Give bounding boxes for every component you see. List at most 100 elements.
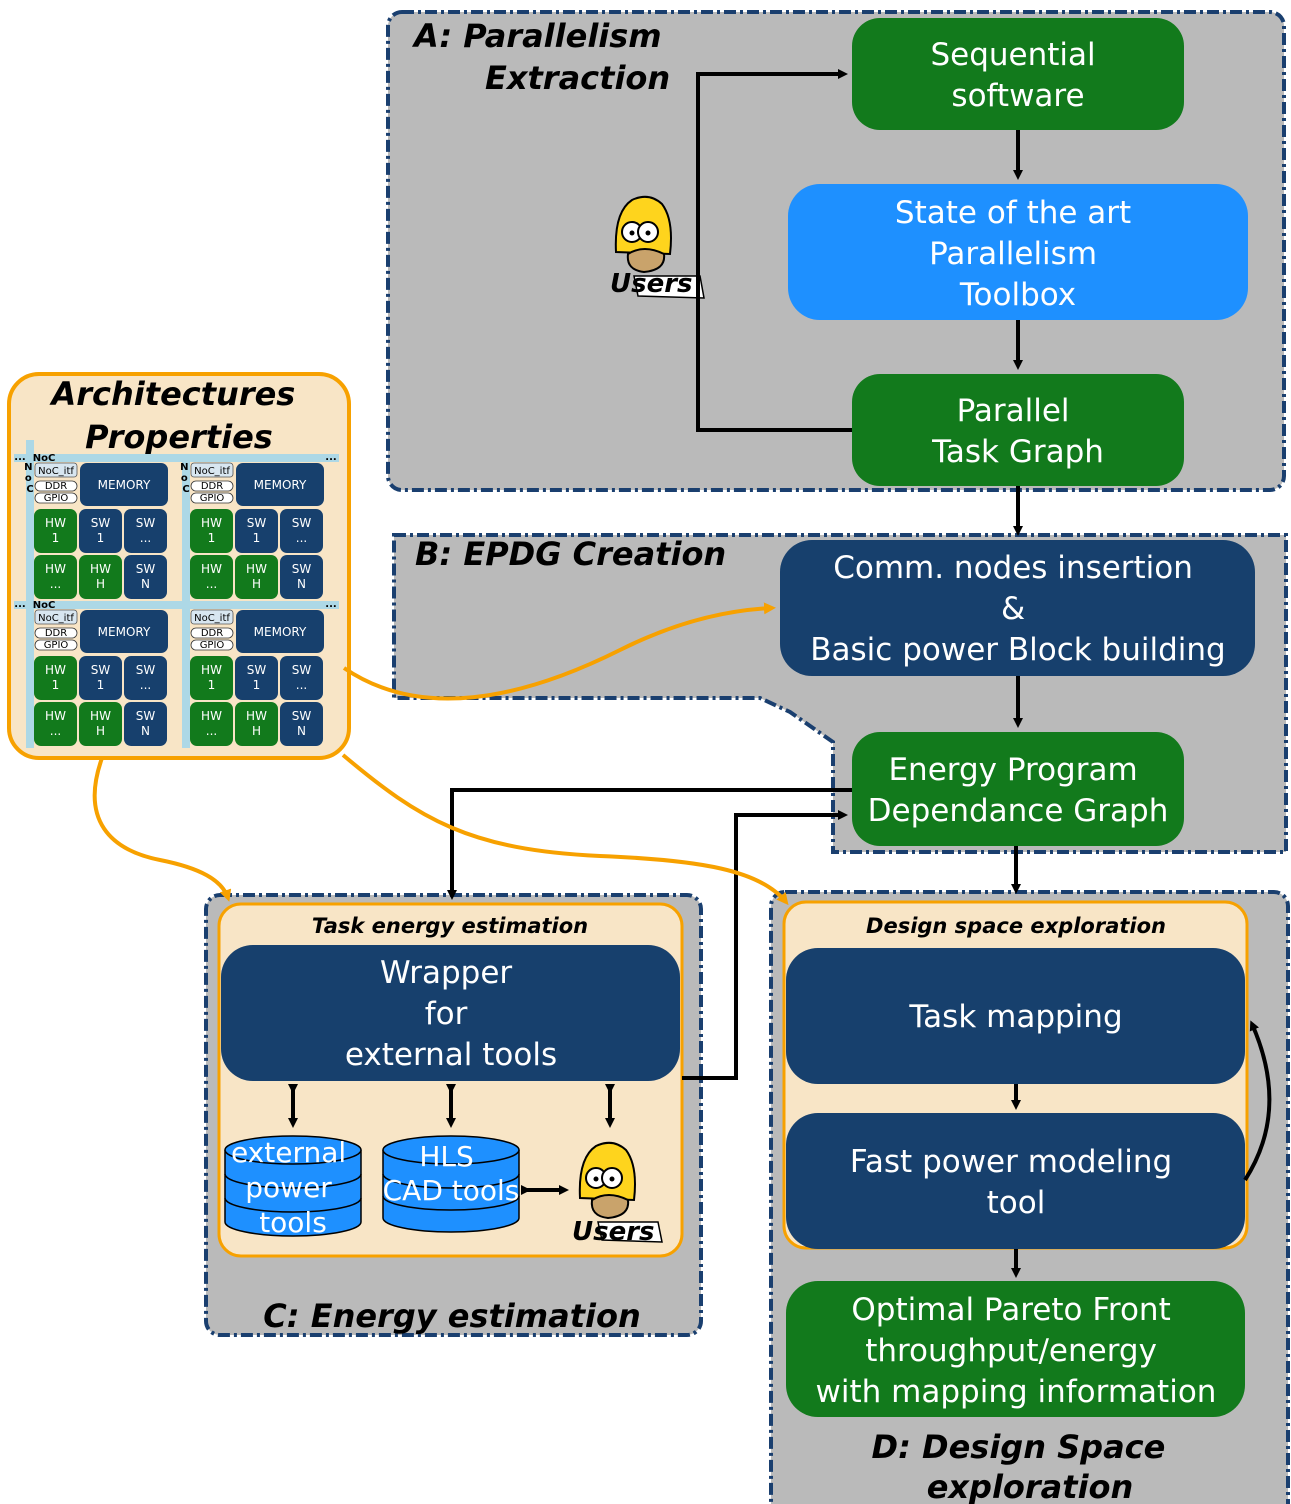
users-label-a: Users bbox=[610, 269, 693, 299]
sw-unit bbox=[124, 555, 167, 599]
ellipsis-label: ... bbox=[325, 599, 336, 610]
gpio-box bbox=[190, 492, 234, 504]
unit-type-label: HW bbox=[45, 562, 66, 576]
memory-block bbox=[236, 610, 324, 653]
architecture-grid: NoC NoC ... ... ... ... N o C N o C NoC_… bbox=[14, 440, 339, 748]
unit-index-label: H bbox=[96, 577, 105, 591]
arrow-arch-to-energy bbox=[92, 757, 232, 902]
noc-horizontal-bar bbox=[14, 454, 339, 462]
sw-unit bbox=[235, 509, 278, 553]
unit-type-label: HW bbox=[45, 663, 66, 677]
noc-itf-label: NoC_itf bbox=[38, 613, 74, 624]
wrapper-node bbox=[221, 945, 680, 1081]
unit-type-label: SW bbox=[136, 709, 156, 723]
external-power-tools-label: external power tools bbox=[231, 1136, 355, 1239]
panel-c-title: C: Energy estimation bbox=[263, 1297, 640, 1335]
arrow-power-loop-to-mapping bbox=[1243, 1020, 1272, 1182]
unit-index-label: 1 bbox=[253, 678, 261, 692]
hls-cad-tools-label: HLS CAD tools bbox=[383, 1140, 520, 1207]
hw-unit bbox=[190, 555, 233, 599]
memory-block bbox=[80, 610, 168, 653]
unit-index-label: H bbox=[96, 724, 105, 738]
noc-vertical-bar bbox=[26, 440, 34, 748]
unit-index-label: 1 bbox=[97, 531, 105, 545]
architectures-title: Architectures Properties bbox=[49, 375, 307, 456]
noc-label: NoC bbox=[33, 600, 56, 611]
ddr-box bbox=[190, 480, 234, 492]
unit-type-label: HW bbox=[45, 516, 66, 530]
memory-block bbox=[80, 463, 168, 506]
unit-index-label: ... bbox=[206, 577, 217, 591]
parallelism-toolbox-label: State of the art Parallelism Toolbox bbox=[895, 195, 1141, 313]
noc-label: NoC bbox=[33, 453, 56, 464]
hw-unit bbox=[34, 555, 77, 599]
hw-unit bbox=[34, 509, 77, 553]
pareto-front-node bbox=[786, 1281, 1245, 1417]
epdg-label: Energy Program Dependance Graph bbox=[868, 752, 1169, 829]
unit-type-label: HW bbox=[201, 709, 222, 723]
hw-unit bbox=[34, 656, 77, 700]
unit-index-label: H bbox=[252, 724, 261, 738]
unit-index-label: N bbox=[141, 724, 150, 738]
ellipsis-label: ... bbox=[325, 452, 336, 463]
unit-type-label: SW bbox=[292, 562, 312, 576]
memory-block bbox=[236, 463, 324, 506]
unit-index-label: ... bbox=[50, 577, 61, 591]
hw-unit bbox=[190, 509, 233, 553]
sw-unit bbox=[280, 656, 323, 700]
gpio-label: GPIO bbox=[200, 640, 225, 651]
unit-type-label: HW bbox=[90, 562, 111, 576]
parallel-task-graph-label: Parallel Task Graph bbox=[931, 393, 1104, 470]
sw-unit bbox=[79, 509, 122, 553]
sequential-software-label: Sequential software bbox=[930, 37, 1105, 114]
unit-index-label: ... bbox=[140, 678, 151, 692]
fast-power-label: Fast power modeling tool bbox=[850, 1144, 1182, 1221]
arrow-epdg-to-wrapper bbox=[447, 788, 852, 900]
arrow-arch-to-comm bbox=[342, 602, 776, 701]
gpio-box bbox=[34, 639, 78, 651]
parallelism-toolbox-node bbox=[788, 184, 1248, 320]
external-power-tools-database bbox=[224, 1135, 362, 1237]
memory-label: MEMORY bbox=[254, 478, 307, 492]
noc-itf-box bbox=[34, 609, 78, 625]
unit-type-label: SW bbox=[292, 663, 312, 677]
noc-itf-label: NoC_itf bbox=[194, 613, 230, 624]
unit-type-label: SW bbox=[136, 562, 156, 576]
unit-index-label: ... bbox=[140, 531, 151, 545]
hw-unit bbox=[235, 555, 278, 599]
sw-unit bbox=[124, 509, 167, 553]
unit-type-label: HW bbox=[201, 516, 222, 530]
unit-type-label: SW bbox=[91, 663, 111, 677]
hw-unit bbox=[235, 702, 278, 746]
noc-itf-label: NoC_itf bbox=[194, 466, 230, 477]
panel-d-title: D: Design Space exploration bbox=[872, 1428, 1177, 1504]
noc-itf-label: NoC_itf bbox=[38, 466, 74, 477]
unit-index-label: ... bbox=[50, 724, 61, 738]
ddr-label: DDR bbox=[45, 481, 67, 492]
ddr-box bbox=[34, 480, 78, 492]
unit-type-label: HW bbox=[246, 709, 267, 723]
sw-unit bbox=[79, 656, 122, 700]
unit-index-label: 1 bbox=[253, 531, 261, 545]
noc-horizontal-bar bbox=[14, 601, 339, 609]
gpio-label: GPIO bbox=[44, 493, 69, 504]
unit-index-label: ... bbox=[206, 724, 217, 738]
noc-vertical-bar bbox=[182, 454, 190, 748]
wrapper-label: Wrapper for external tools bbox=[345, 955, 557, 1073]
sw-unit bbox=[280, 509, 323, 553]
unit-index-label: 1 bbox=[97, 678, 105, 692]
gpio-box bbox=[190, 639, 234, 651]
gpio-label: GPIO bbox=[44, 640, 69, 651]
unit-type-label: HW bbox=[246, 562, 267, 576]
users-label-c: Users bbox=[572, 1217, 655, 1247]
hw-unit bbox=[79, 555, 122, 599]
panel-d-title-line2: exploration bbox=[927, 1468, 1134, 1504]
task-energy-title: Task energy estimation bbox=[312, 914, 588, 938]
unit-index-label: N bbox=[141, 577, 150, 591]
ddr-box bbox=[190, 627, 234, 639]
panel-b-title: B: EPDG Creation bbox=[415, 535, 726, 573]
unit-type-label: HW bbox=[201, 663, 222, 677]
sw-unit bbox=[280, 555, 323, 599]
fast-power-node bbox=[786, 1113, 1245, 1249]
